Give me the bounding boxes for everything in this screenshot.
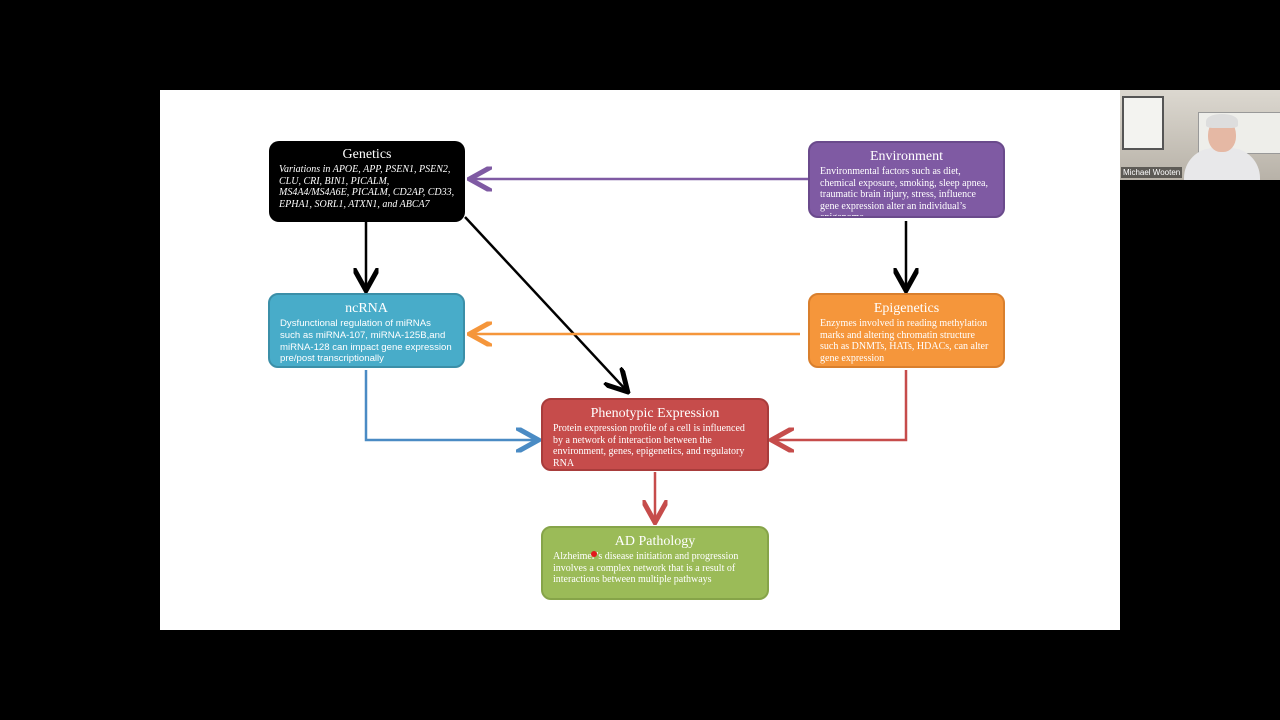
environment-title: Environment (869, 149, 944, 164)
arrow-epigenetics-phenotypic (774, 370, 908, 440)
epigenetics-box: Epigenetics Enzymes involved in reading … (808, 293, 1005, 368)
ad-pathology-title: AD Pathology (614, 534, 696, 549)
environment-box: Environment Environmental factors such a… (808, 141, 1005, 218)
phenotypic-expression-body: Protein expression profile of a cell is … (553, 423, 745, 469)
genetics-body: Variations in APOE, APP, PSEN1, PSEN2, C… (279, 164, 455, 210)
genetics-box: Genetics Variations in APOE, APP, PSEN1,… (269, 141, 465, 222)
ad-pathology-body: Alzheimer’s disease initiation and progr… (553, 551, 739, 586)
arrow-ncrna-phenotypic (364, 370, 536, 440)
ad-pathology-box: AD Pathology Alzheimer’s disease initiat… (541, 526, 769, 600)
phenotypic-expression-title: Phenotypic Expression (590, 406, 720, 421)
arrow-genetics-phenotypic (464, 216, 626, 390)
epigenetics-body: Enzymes involved in reading methylation … (820, 318, 989, 364)
participant-name: Michael Wooten (1121, 167, 1183, 178)
pointer-indicator (591, 551, 597, 557)
environment-body: Environmental factors such as diet, chem… (820, 166, 988, 218)
epigenetics-title: Epigenetics (873, 301, 940, 316)
flow-arrows (160, 90, 1120, 630)
phenotypic-expression-box: Phenotypic Expression Protein expression… (541, 398, 769, 471)
genetics-title: Genetics (342, 147, 392, 162)
participant-hair (1206, 114, 1238, 128)
ncrna-title: ncRNA (345, 301, 388, 316)
presentation-slide: Genetics Variations in APOE, APP, PSEN1,… (160, 90, 1120, 630)
participant-body (1184, 148, 1260, 180)
participant-video-tile[interactable]: Michael Wooten (1120, 90, 1280, 180)
whiteboard (1122, 96, 1164, 150)
ncrna-box: ncRNA Dysfunctional regulation of miRNAs… (268, 293, 465, 368)
ncrna-body: Dysfunctional regulation of miRNAs such … (280, 318, 452, 365)
